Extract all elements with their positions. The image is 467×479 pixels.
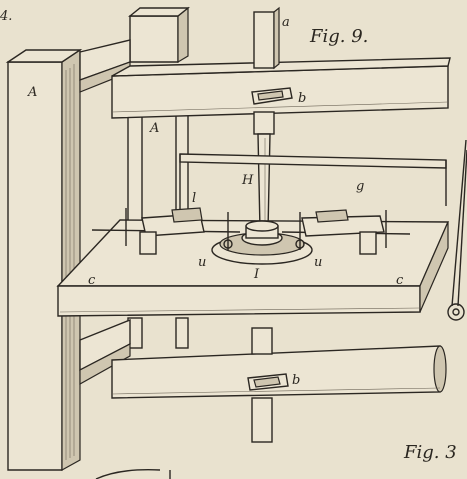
back-post [128, 6, 190, 64]
bearing-b-top [251, 87, 293, 105]
label-u-right: u [314, 255, 322, 270]
bearing-b-bottom [247, 373, 289, 391]
turntable-i [211, 220, 313, 265]
lower-spindle-block [251, 327, 273, 355]
label-u-left: u [198, 255, 206, 270]
label-g: g [356, 179, 364, 194]
right-arm [281, 209, 411, 255]
label-a-left-post: A [27, 85, 37, 100]
label-i: I [253, 267, 260, 282]
lower-post [251, 397, 273, 443]
top-beam [111, 57, 451, 119]
left-post [5, 48, 83, 472]
pulley-fragment [447, 139, 467, 321]
bottom-side-beam [79, 318, 131, 386]
left-arm [91, 207, 241, 255]
figure-title-bottom: Fig. 3 [403, 442, 457, 463]
label-l: l [192, 191, 196, 206]
label-h: H [241, 173, 254, 188]
spindle-h [257, 133, 271, 231]
label-b-top: b [298, 91, 306, 106]
label-c-right: c [396, 273, 404, 288]
label-c-left: c [88, 273, 96, 288]
inner-posts [127, 111, 189, 349]
label-b-bottom: b [292, 373, 300, 388]
label-a-post: a [282, 15, 290, 30]
bottom-beam [111, 345, 447, 399]
figure-title-top: Fig. 9. [309, 26, 368, 47]
next-figure-fragment [95, 469, 161, 479]
spindle-head [253, 111, 275, 135]
post-a [253, 6, 280, 70]
plate-number: 4. [0, 9, 12, 24]
label-a-inner: A [149, 121, 159, 136]
rail-g [179, 153, 447, 214]
